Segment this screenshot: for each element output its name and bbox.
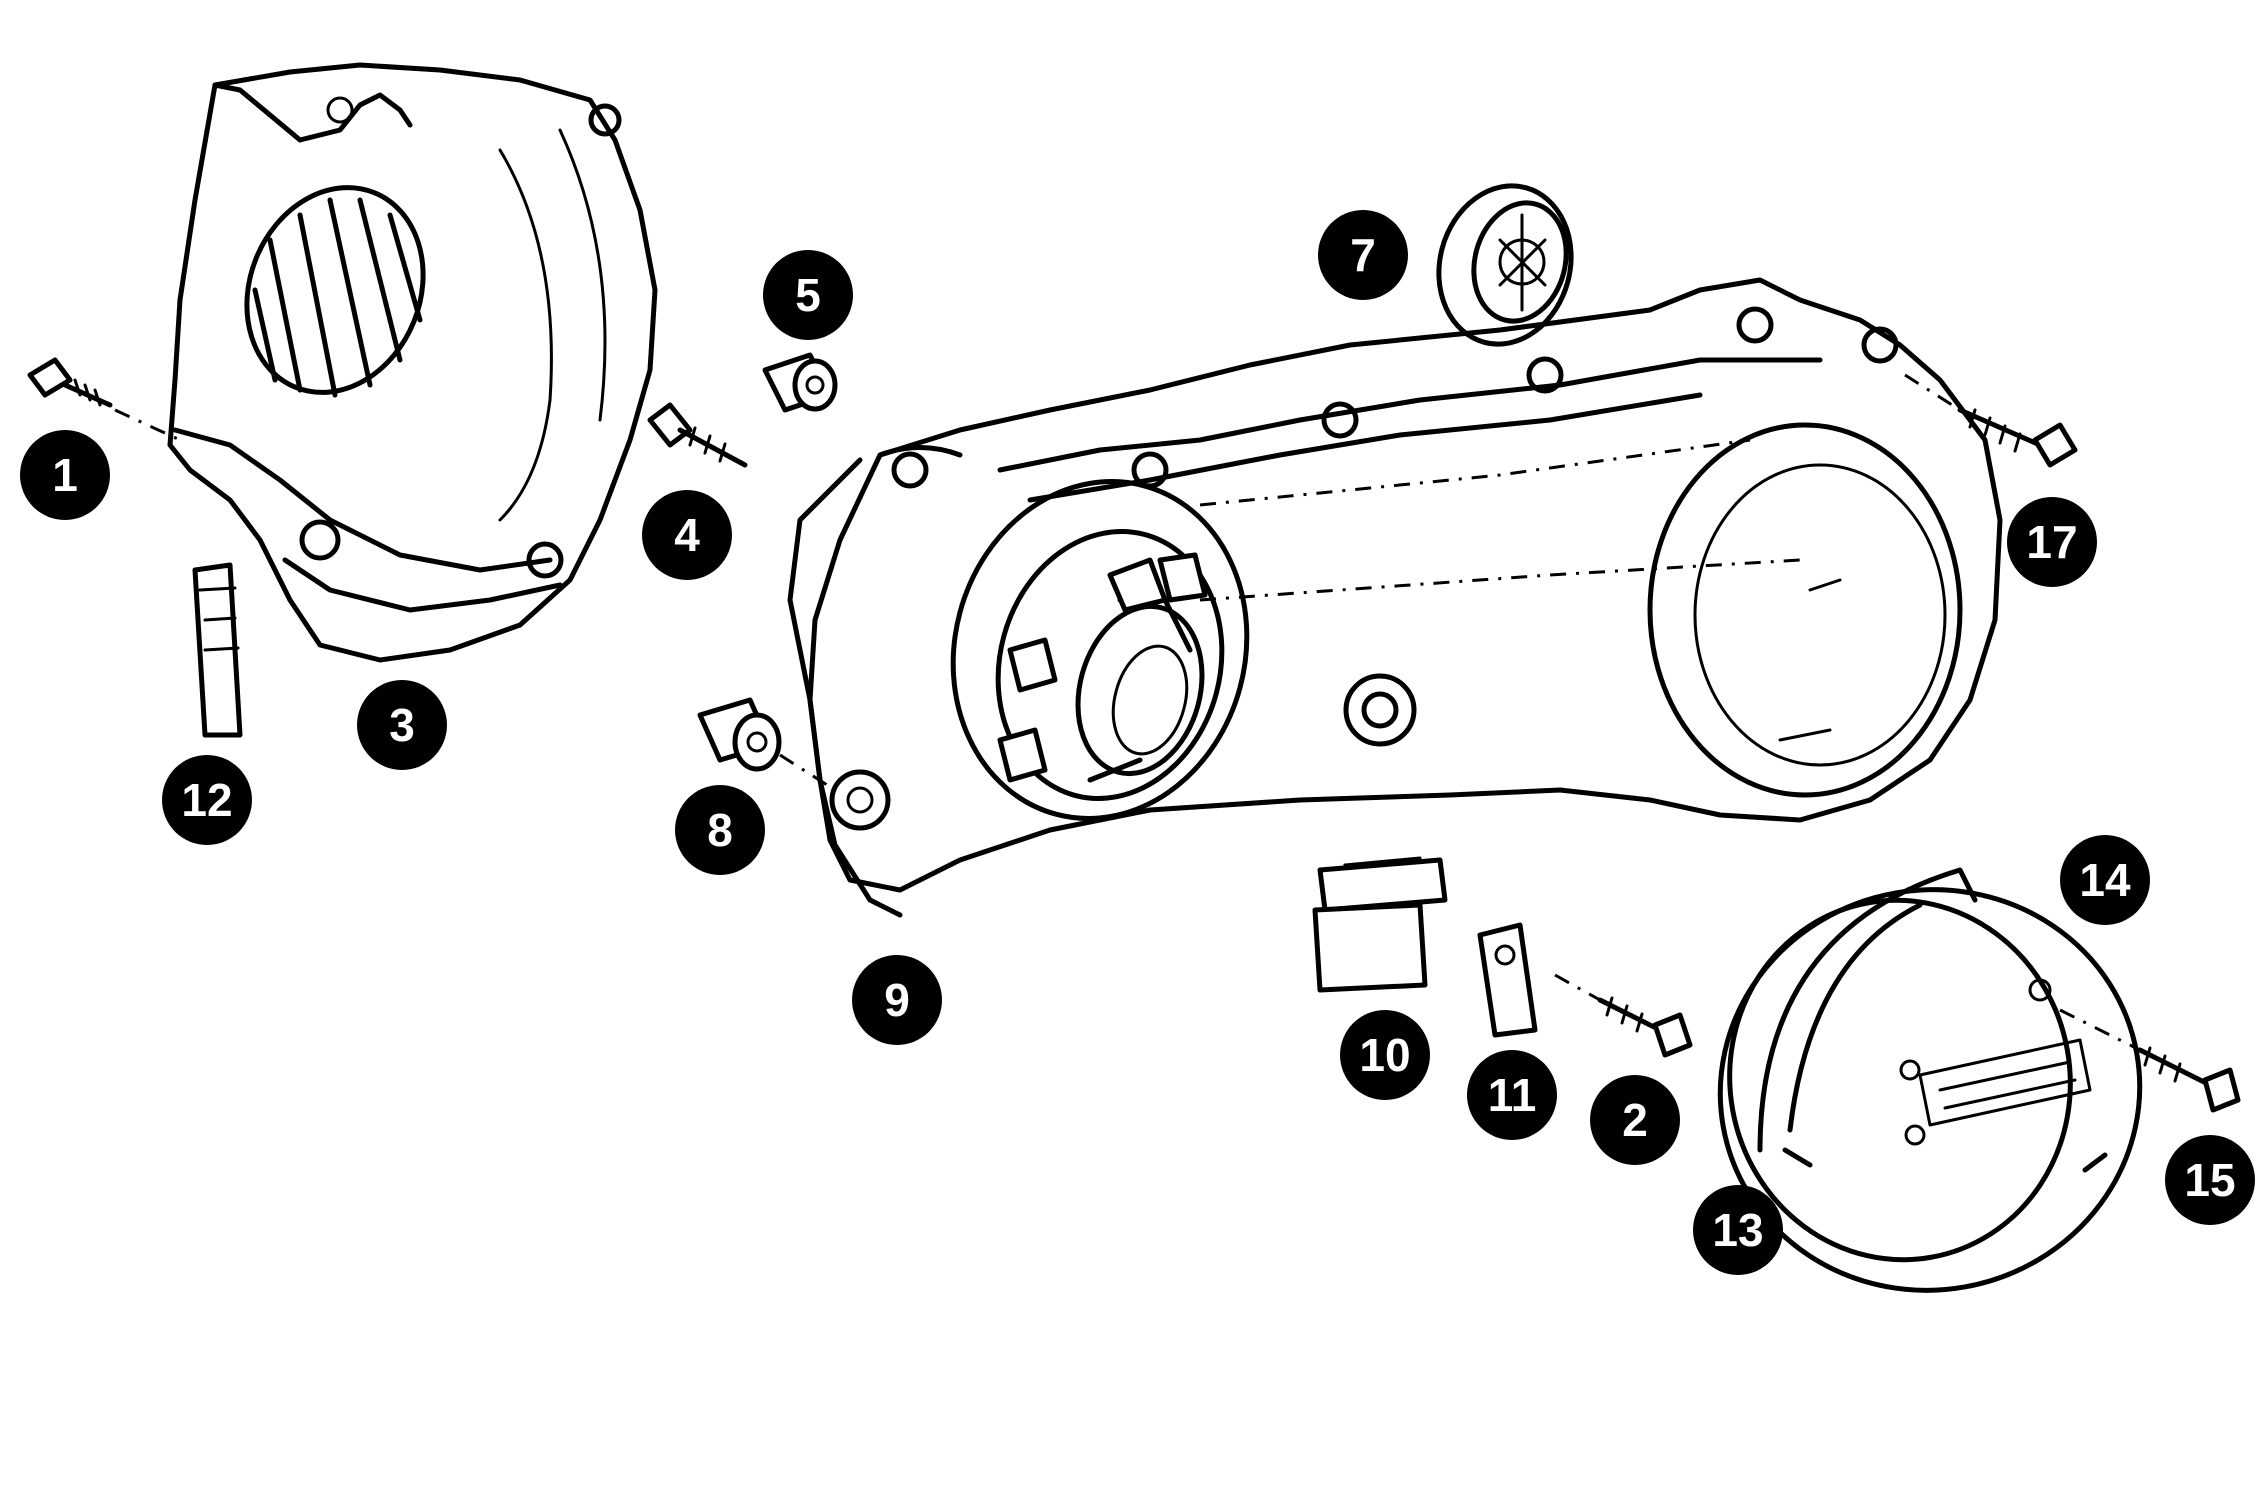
screw-part-2 bbox=[1554, 973, 1693, 1058]
callout-4: 4 bbox=[642, 490, 732, 580]
bushing-part-8 bbox=[697, 697, 836, 792]
callout-9: 9 bbox=[852, 955, 942, 1045]
svg-text:8: 8 bbox=[707, 804, 733, 856]
fan-cowling-part bbox=[167, 62, 658, 663]
bearing-part-7 bbox=[1436, 183, 1574, 347]
callout-8: 8 bbox=[675, 785, 765, 875]
callout-10: 10 bbox=[1340, 1010, 1430, 1100]
svg-text:7: 7 bbox=[1350, 229, 1376, 281]
svg-text:5: 5 bbox=[795, 269, 821, 321]
svg-text:1: 1 bbox=[52, 449, 78, 501]
callout-2: 2 bbox=[1590, 1075, 1680, 1165]
svg-text:9: 9 bbox=[884, 974, 910, 1026]
svg-text:10: 10 bbox=[1359, 1029, 1410, 1081]
svg-text:15: 15 bbox=[2184, 1154, 2235, 1206]
callout-13: 13 bbox=[1693, 1185, 1783, 1275]
clip-part-11 bbox=[1477, 922, 1538, 1038]
callout-3: 3 bbox=[357, 680, 447, 770]
callout-11: 11 bbox=[1467, 1050, 1557, 1140]
svg-text:2: 2 bbox=[1622, 1094, 1648, 1146]
rubber-block-part-10 bbox=[1312, 856, 1448, 993]
clip-part-12 bbox=[192, 562, 243, 738]
svg-text:11: 11 bbox=[1488, 1069, 1537, 1121]
bolt-part-4 bbox=[647, 402, 748, 468]
screw-part-15 bbox=[2059, 1008, 2241, 1113]
callout-17: 17 bbox=[2007, 497, 2097, 587]
clutch-cover-part bbox=[1717, 867, 2143, 1293]
callout-5: 5 bbox=[763, 250, 853, 340]
callout-12: 12 bbox=[162, 755, 252, 845]
callout-1: 1 bbox=[20, 430, 110, 520]
callout-14: 14 bbox=[2060, 835, 2150, 925]
svg-text:14: 14 bbox=[2079, 854, 2131, 906]
callout-15: 15 bbox=[2165, 1135, 2255, 1225]
crankcase-cover-part bbox=[787, 277, 2003, 918]
svg-text:3: 3 bbox=[389, 699, 415, 751]
bolt-part-17 bbox=[1904, 373, 2078, 468]
svg-text:4: 4 bbox=[674, 509, 700, 561]
callout-7: 7 bbox=[1318, 210, 1408, 300]
svg-text:12: 12 bbox=[181, 774, 232, 826]
screw-part-1 bbox=[27, 357, 181, 442]
svg-text:13: 13 bbox=[1712, 1204, 1763, 1256]
svg-text:17: 17 bbox=[2026, 516, 2077, 568]
bushing-part-5 bbox=[762, 352, 838, 413]
